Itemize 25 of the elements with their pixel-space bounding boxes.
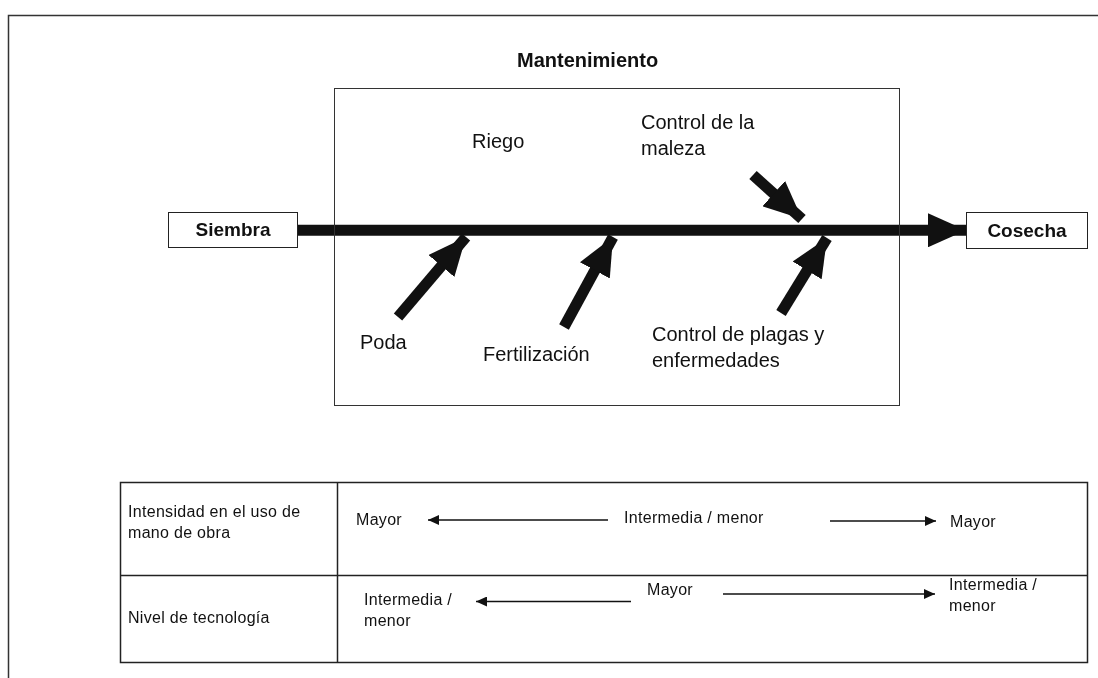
cause-label: Poda — [360, 329, 426, 359]
cause-label: Control de plagas y enfermedades — [652, 321, 882, 377]
arrow — [722, 589, 936, 599]
stage-box: Siembra — [168, 212, 298, 248]
arrow — [475, 596, 632, 607]
level-text: Mayor — [356, 510, 416, 532]
row-header: Nivel de tecnología — [128, 608, 271, 628]
cause-label: Control de la maleza — [641, 109, 757, 165]
arrow — [298, 213, 966, 248]
box-heading: Mantenimiento — [517, 49, 659, 72]
level-text: Intermedia / menor — [364, 590, 464, 634]
arrow — [427, 515, 609, 525]
arrow — [393, 233, 471, 321]
level-text: Mayor — [950, 512, 1010, 534]
level-text: Intermedia / menor — [624, 508, 814, 530]
stage-box: Cosecha — [966, 212, 1088, 249]
level-text: Mayor — [647, 580, 707, 602]
arrow — [749, 170, 806, 224]
level-text: Intermedia / menor — [949, 575, 1074, 619]
arrow — [559, 234, 618, 330]
cause-label: Fertilización — [483, 341, 621, 371]
arrow — [776, 235, 832, 316]
arrow — [829, 516, 937, 526]
row-header: Intensidad en el uso de mano de obra — [128, 502, 302, 543]
cause-label: Riego — [472, 129, 526, 154]
